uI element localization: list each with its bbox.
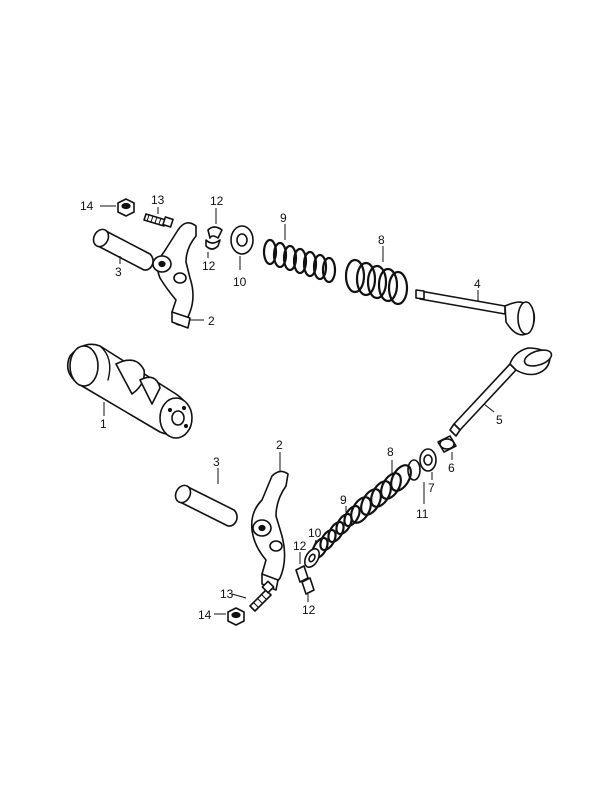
adjusting-screw-bottom bbox=[249, 580, 275, 612]
valve-cotters-top bbox=[205, 226, 223, 250]
callout-7: 7 bbox=[428, 481, 435, 495]
callout-12-top-a: 12 bbox=[210, 194, 224, 208]
inner-valve-spring-top bbox=[262, 238, 337, 284]
callout-10-top: 10 bbox=[233, 275, 247, 289]
callout-9-bottom: 9 bbox=[340, 493, 347, 507]
callout-1: 1 bbox=[100, 417, 107, 431]
callout-10-bottom: 10 bbox=[308, 526, 322, 540]
callout-13-top: 13 bbox=[151, 193, 165, 207]
outer-valve-spring-top bbox=[344, 258, 409, 306]
callout-6: 6 bbox=[448, 461, 455, 475]
callout-3-top: 3 bbox=[115, 265, 122, 279]
callout-8-top: 8 bbox=[378, 233, 385, 247]
rocker-shaft-top bbox=[92, 228, 154, 271]
callout-12-bottom-a: 12 bbox=[293, 539, 307, 553]
leader-10-bottom bbox=[313, 539, 317, 549]
callout-14-top: 14 bbox=[80, 199, 94, 213]
valve-cotters-bottom bbox=[295, 565, 315, 595]
valve-5 bbox=[449, 347, 553, 437]
callout-11: 11 bbox=[416, 507, 429, 521]
rocker-arm-top bbox=[152, 222, 197, 329]
callout-4: 4 bbox=[474, 277, 481, 291]
adjusting-screw-top bbox=[143, 213, 174, 228]
spring-retainer-bottom bbox=[303, 548, 321, 568]
callout-3-bottom: 3 bbox=[213, 455, 220, 469]
callout-2-bottom: 2 bbox=[276, 438, 283, 452]
callout-12-top-b: 12 bbox=[202, 259, 216, 273]
spring-retainer-top bbox=[230, 225, 254, 255]
callout-12-bottom-b: 12 bbox=[302, 603, 316, 617]
spring-seat bbox=[419, 448, 437, 472]
lock-nut-bottom bbox=[227, 607, 245, 626]
rocker-arm-bottom bbox=[250, 470, 289, 591]
stem-seal bbox=[437, 435, 457, 453]
camshaft bbox=[66, 343, 193, 439]
callout-2-top: 2 bbox=[208, 314, 215, 328]
callout-13-bottom: 13 bbox=[220, 587, 234, 601]
callout-5: 5 bbox=[496, 413, 503, 427]
rocker-shaft-bottom bbox=[174, 484, 238, 527]
callout-8-bottom: 8 bbox=[387, 445, 394, 459]
outer-valve-spring-bottom bbox=[350, 464, 412, 524]
leader-5 bbox=[483, 403, 495, 413]
lock-nut-top bbox=[117, 198, 135, 217]
leader-13-bottom bbox=[231, 593, 247, 599]
callout-9-top: 9 bbox=[280, 211, 287, 225]
callout-14-bottom: 14 bbox=[198, 608, 212, 622]
valve-4 bbox=[415, 289, 536, 336]
